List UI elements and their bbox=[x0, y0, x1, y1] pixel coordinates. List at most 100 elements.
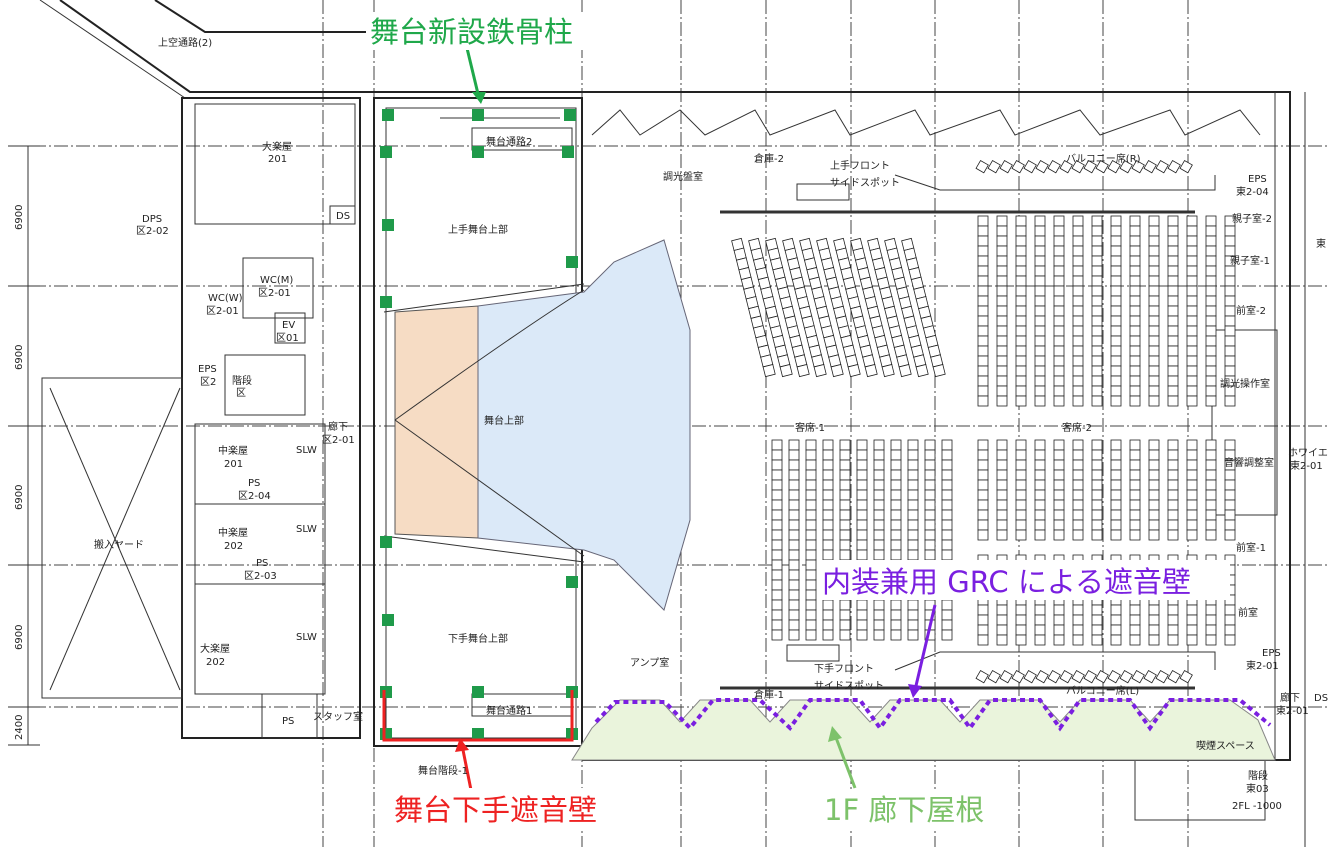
seat bbox=[788, 589, 800, 601]
steel-column bbox=[380, 728, 392, 740]
seat bbox=[1015, 604, 1027, 616]
seat bbox=[1129, 499, 1141, 511]
seat bbox=[977, 215, 989, 227]
seat bbox=[1015, 624, 1027, 636]
seat bbox=[1148, 335, 1160, 347]
seat bbox=[1053, 275, 1065, 287]
seat bbox=[1186, 509, 1198, 521]
seat bbox=[847, 364, 861, 378]
seat bbox=[1034, 624, 1046, 636]
seat bbox=[788, 529, 800, 541]
room-label: 舞台上部 bbox=[484, 414, 524, 427]
seat bbox=[977, 489, 989, 501]
seat bbox=[779, 364, 793, 378]
seat bbox=[1034, 325, 1046, 337]
seat bbox=[788, 489, 800, 501]
seat bbox=[873, 609, 885, 621]
seat bbox=[977, 315, 989, 327]
room-label: 舞台通路1 bbox=[486, 704, 532, 717]
room-label: PS bbox=[256, 558, 268, 569]
room-label: PS bbox=[282, 716, 294, 727]
seat bbox=[839, 609, 851, 621]
seat bbox=[1148, 604, 1160, 616]
seat bbox=[1034, 634, 1046, 646]
seat bbox=[1015, 375, 1027, 387]
seat bbox=[1186, 345, 1198, 357]
seat bbox=[1186, 235, 1198, 247]
steel-column bbox=[380, 296, 392, 308]
seat bbox=[1110, 315, 1122, 327]
seat bbox=[1015, 285, 1027, 297]
seat bbox=[890, 529, 902, 541]
seat bbox=[1023, 159, 1037, 174]
steel-column bbox=[380, 536, 392, 548]
seat bbox=[1053, 315, 1065, 327]
seat bbox=[805, 499, 817, 511]
seat bbox=[1155, 159, 1169, 174]
seat bbox=[1110, 225, 1122, 237]
seat bbox=[1034, 315, 1046, 327]
seat bbox=[856, 439, 868, 451]
seat bbox=[1110, 275, 1122, 287]
seat bbox=[941, 539, 953, 551]
seat bbox=[907, 529, 919, 541]
room-label: SLW bbox=[296, 524, 317, 535]
seat bbox=[898, 364, 912, 378]
dimension-label: 6900 bbox=[14, 205, 25, 230]
seat bbox=[890, 489, 902, 501]
seat bbox=[1110, 614, 1122, 626]
seat bbox=[1034, 459, 1046, 471]
room-label: 201 bbox=[224, 459, 243, 470]
seat bbox=[1110, 215, 1122, 227]
seat bbox=[856, 489, 868, 501]
seat bbox=[996, 355, 1008, 367]
room-label: 東2-04 bbox=[1236, 185, 1269, 198]
seat bbox=[839, 439, 851, 451]
seat bbox=[1034, 345, 1046, 357]
seat bbox=[1205, 315, 1217, 327]
seat bbox=[1072, 479, 1084, 491]
seat bbox=[1091, 634, 1103, 646]
room-label: DPS bbox=[142, 214, 162, 225]
seat bbox=[1015, 245, 1027, 257]
seat bbox=[873, 509, 885, 521]
seat bbox=[1091, 215, 1103, 227]
room-label: 前室 bbox=[1238, 606, 1258, 619]
seat bbox=[1053, 395, 1065, 407]
room-label: 東2-01 bbox=[1276, 704, 1309, 717]
seat bbox=[771, 599, 783, 611]
seat bbox=[1186, 479, 1198, 491]
seat bbox=[907, 449, 919, 461]
seat bbox=[1053, 215, 1065, 227]
seat bbox=[977, 245, 989, 257]
seat bbox=[771, 529, 783, 541]
seat bbox=[1186, 285, 1198, 297]
seat bbox=[1224, 469, 1236, 481]
seat bbox=[1205, 385, 1217, 397]
seat bbox=[839, 459, 851, 471]
seat bbox=[1224, 439, 1236, 451]
seat bbox=[996, 489, 1008, 501]
seat bbox=[839, 449, 851, 461]
seat bbox=[1110, 624, 1122, 636]
seat bbox=[996, 469, 1008, 481]
seat bbox=[873, 549, 885, 561]
seat bbox=[977, 604, 989, 616]
room-label: 客席-2 bbox=[1062, 421, 1092, 434]
room-label: DS bbox=[1314, 693, 1328, 704]
steel-column bbox=[472, 728, 484, 740]
seat bbox=[890, 509, 902, 521]
seat bbox=[856, 629, 868, 641]
seat bbox=[1110, 385, 1122, 397]
seat bbox=[1015, 459, 1027, 471]
seat bbox=[1167, 265, 1179, 277]
seat bbox=[996, 215, 1008, 227]
seat bbox=[977, 255, 989, 267]
seat bbox=[1224, 305, 1236, 317]
seat bbox=[1034, 215, 1046, 227]
seat bbox=[1148, 215, 1160, 227]
seat bbox=[1072, 614, 1084, 626]
seat bbox=[1015, 345, 1027, 357]
seat bbox=[873, 519, 885, 531]
seat bbox=[1047, 669, 1061, 684]
